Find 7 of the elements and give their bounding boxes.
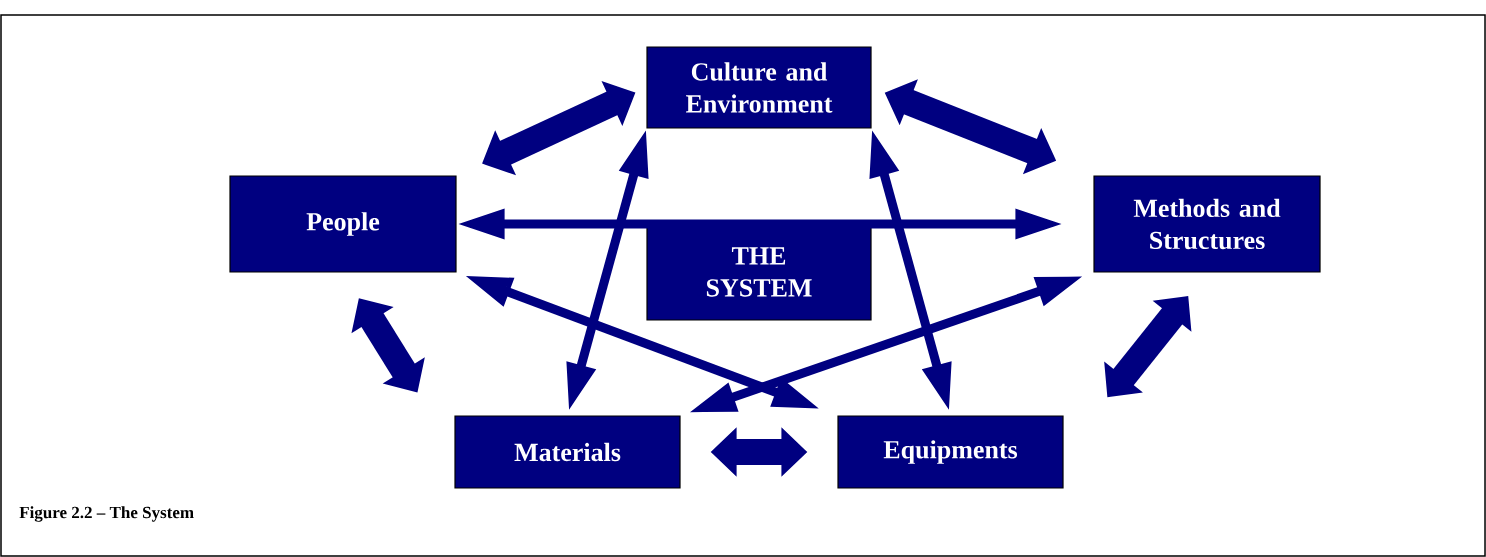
text-box: Methods and Structures <box>1093 175 1321 273</box>
text-box: Equipments <box>837 415 1064 489</box>
text-box: Materials <box>454 415 681 489</box>
center-box: THE SYSTEM <box>646 223 872 321</box>
caption: Figure 2.2 – The System <box>19 506 194 522</box>
text-box: Culture and Environment <box>646 46 872 129</box>
text-box: People <box>229 175 457 273</box>
